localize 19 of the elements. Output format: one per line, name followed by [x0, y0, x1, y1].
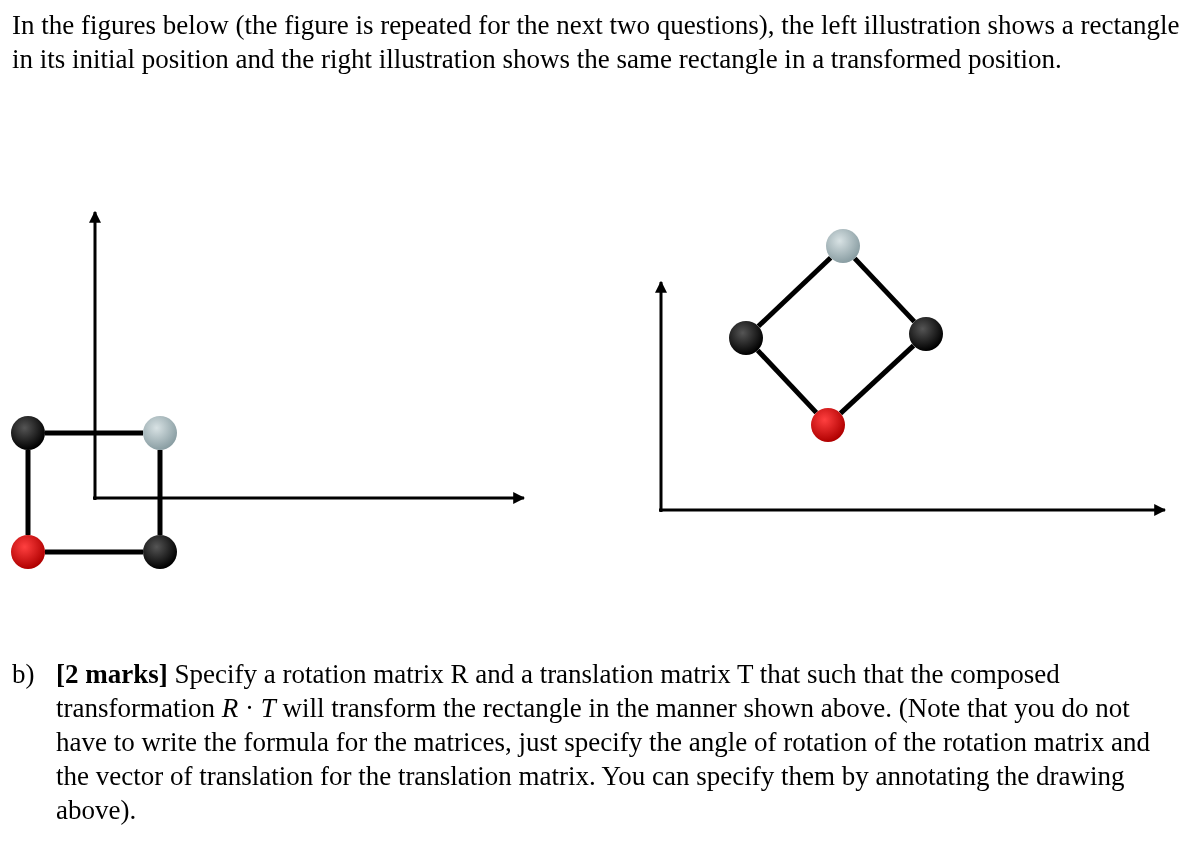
corner-dot: [909, 317, 943, 351]
rectangle-side: [755, 348, 819, 415]
rectangle-side: [756, 255, 833, 329]
rectangle-side: [25, 450, 31, 535]
rectangle-side: [838, 343, 916, 416]
corner-dot: [143, 535, 177, 569]
rectangle-side: [45, 549, 143, 555]
corner-dot: [11, 535, 45, 569]
corner-dot: [11, 416, 45, 450]
question-letter: b): [12, 658, 36, 691]
corner-dot: [143, 416, 177, 450]
question-text: [2 marks] Specify a rotation matrix R and a translation matrix T that such that the composed transformation R · T will transform the rectangle in the manner shown above. (Note that you do not have to write the formula for the matrices, just specify the angle of rotation of the rotation matrix and the vector of translation for the translation matrix. You can specify them by annotating the drawing above).: [56, 658, 1151, 827]
rectangle-side: [45, 430, 143, 436]
corner-dot: [826, 229, 860, 263]
rectangle-side: [852, 256, 917, 324]
intro-paragraph: In the figures below (the figure is repeated for the next two questions), the left illustration shows a rectangle in its initial position and the right illustration shows the same rectangle in a transformed position.: [12, 9, 1181, 76]
corner-dot: [811, 408, 845, 442]
corner-dot: [729, 321, 763, 355]
rectangle-side: [157, 450, 163, 535]
